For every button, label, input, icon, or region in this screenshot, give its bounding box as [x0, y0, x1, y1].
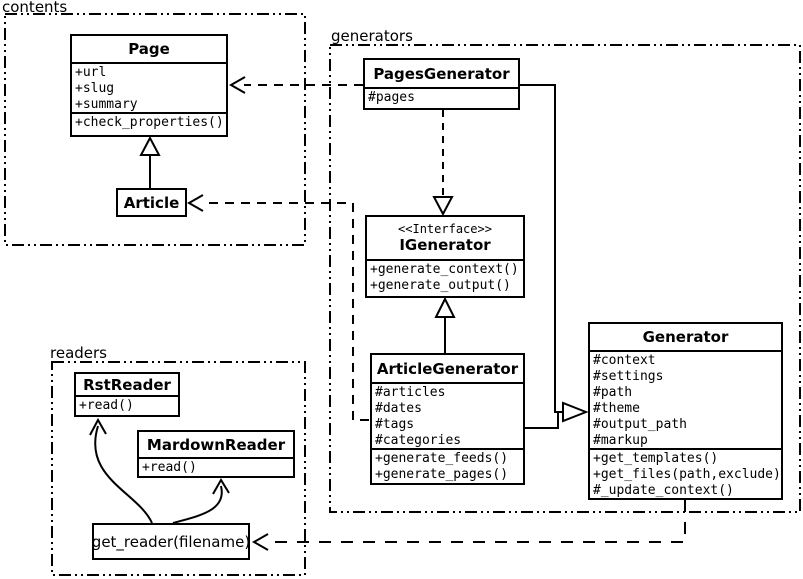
uml-member: #articles: [375, 385, 446, 400]
class-page: Page +url +slug +summary +check_properti…: [70, 34, 228, 137]
uml-member: +slug: [75, 81, 115, 96]
hollow-triangle-icon: [562, 401, 589, 423]
class-igenerator-title-text: IGenerator: [399, 236, 491, 254]
class-mardownreader-methods: +read(): [139, 457, 293, 476]
class-igenerator-methods: +generate_context() +generate_output(): [367, 259, 523, 296]
generalization-articlegenerator-to-generator: [525, 412, 559, 429]
class-igenerator: <<Interface>> IGenerator +generate_conte…: [365, 215, 525, 298]
uml-member: #path: [593, 385, 633, 400]
class-page-attributes: +url +slug +summary: [72, 62, 226, 112]
package-label-generators: generators: [331, 27, 413, 45]
class-pagesgenerator-attributes: #pages: [365, 87, 518, 108]
generalization-pagesgenerator-to-generator: [520, 84, 563, 413]
uml-member: +check_properties(): [75, 115, 224, 130]
dependency-generator-to-getreader: [266, 500, 686, 543]
package-border-generators: [329, 44, 801, 513]
uml-member: #output_path: [593, 417, 687, 432]
class-rstreader: RstReader +read(): [74, 372, 180, 417]
uml-member: #pages: [368, 90, 415, 105]
uml-member: +summary: [75, 97, 138, 112]
class-article: Article: [116, 188, 187, 217]
open-arrow-icon: [212, 478, 230, 495]
call-arrow-getreader-to-mardownreader: [172, 485, 223, 524]
hollow-triangle-icon: [139, 135, 161, 156]
class-mardownreader: MardownReader +read(): [137, 430, 295, 478]
class-generator-methods: +get_templates() +get_files(path,exclude…: [590, 448, 781, 498]
uml-member: +get_templates(): [593, 451, 719, 466]
package-border-contents: [4, 13, 306, 246]
uml-member: +get_files(path,exclude): [593, 467, 781, 482]
dependency-articlegenerator-to-article: [204, 202, 369, 421]
class-articlegenerator-attributes: #articles #dates #tags #categories: [372, 382, 523, 448]
uml-member: #markup: [593, 433, 648, 448]
open-arrow-icon: [251, 533, 269, 551]
class-articlegenerator-title: ArticleGenerator: [376, 359, 519, 378]
open-arrow-icon: [186, 194, 204, 212]
class-page-title: Page: [128, 40, 170, 58]
uml-member: +generate_pages(): [375, 467, 509, 482]
class-igenerator-title: <<Interface>> IGenerator: [367, 217, 523, 259]
uml-member: +read(): [79, 398, 134, 413]
uml-member: #settings: [593, 369, 664, 384]
uml-member: #_update_context(): [593, 483, 734, 498]
get-reader-function-box: get_reader(filename): [92, 523, 250, 560]
class-generator-title: Generator: [642, 328, 729, 346]
package-label-contents: contents: [2, 0, 68, 16]
class-generator-attributes: #context #settings #path #theme #output_…: [590, 350, 781, 448]
uml-member: +generate_feeds(): [375, 451, 509, 466]
uml-member: #tags: [375, 417, 415, 432]
uml-member: +generate_context(): [370, 262, 519, 277]
call-arrow-getreader-to-rstreader: [94, 425, 153, 524]
uml-member: +read(): [142, 460, 197, 475]
uml-member: #categories: [375, 433, 462, 448]
class-rstreader-methods: +read(): [76, 395, 178, 415]
uml-member: +generate_output(): [370, 278, 511, 293]
class-articlegenerator-methods: +generate_feeds() +generate_pages(): [372, 448, 523, 483]
class-articlegenerator: ArticleGenerator #articles #dates #tags …: [370, 353, 525, 485]
uml-member: #context: [593, 353, 656, 368]
open-arrow-icon: [228, 76, 246, 94]
uml-member: #theme: [593, 401, 640, 416]
class-pagesgenerator-title: PagesGenerator: [373, 64, 510, 83]
uml-member: #dates: [375, 401, 422, 416]
hollow-triangle-icon: [432, 196, 454, 217]
interface-stereotype: <<Interface>>: [398, 222, 492, 236]
class-generator: Generator #context #settings #path #them…: [588, 322, 783, 500]
class-pagesgenerator: PagesGenerator #pages: [363, 58, 520, 110]
class-mardownreader-title: MardownReader: [146, 435, 286, 454]
package-label-readers: readers: [50, 344, 107, 362]
package-border-readers: [51, 361, 306, 576]
uml-member: +url: [75, 65, 107, 80]
hollow-triangle-icon: [434, 296, 456, 318]
class-article-title: Article: [123, 193, 180, 212]
class-page-methods: +check_properties(): [72, 112, 226, 135]
class-rstreader-title: RstReader: [83, 375, 171, 394]
open-arrow-icon: [89, 417, 107, 436]
